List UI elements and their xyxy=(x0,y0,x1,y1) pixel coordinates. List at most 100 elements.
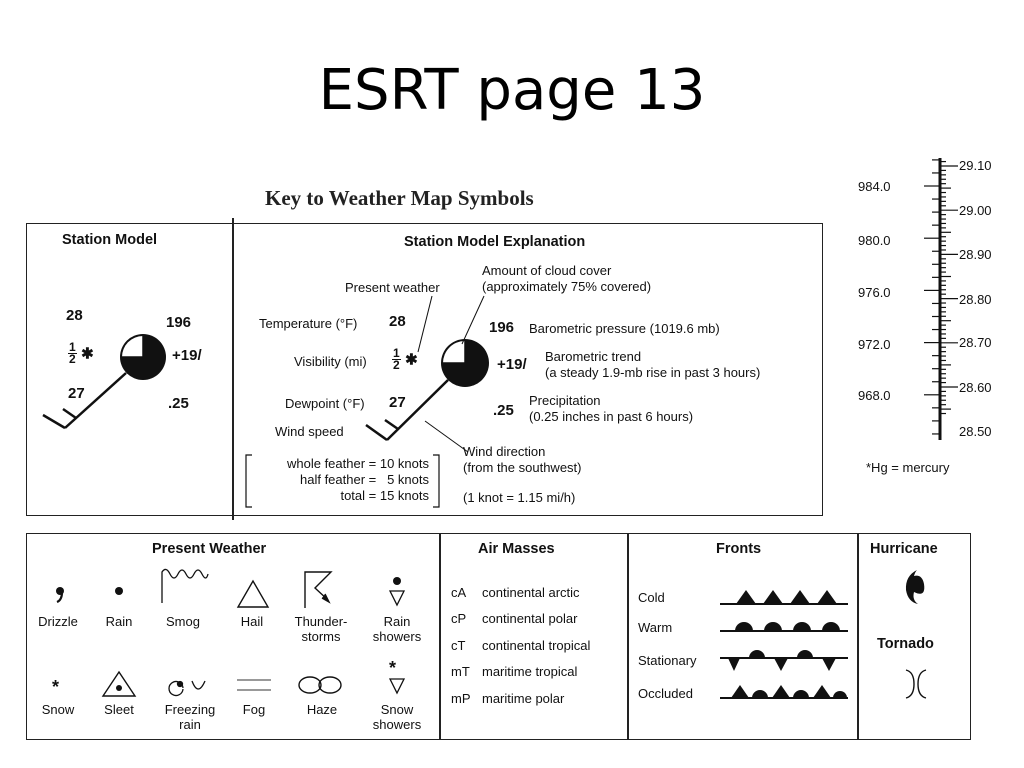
hg-label-2860: 28.60 xyxy=(959,380,992,395)
hg-label-2910: 29.10 xyxy=(959,158,992,173)
label-thunderstorms-2: storms xyxy=(301,629,341,644)
rain-icon xyxy=(115,587,123,595)
air-mass-code-mp: mP xyxy=(451,691,471,706)
key-title: Key to Weather Map Symbols xyxy=(265,186,534,210)
legend-divider-3 xyxy=(857,533,859,740)
pressure-scale-ticks xyxy=(924,159,958,435)
hurricane-heading: Hurricane xyxy=(870,541,938,557)
cloud-cover-label-2: (approximately 75% covered) xyxy=(482,279,652,294)
front-label-stationary: Stationary xyxy=(638,653,697,668)
sm-precip: .25 xyxy=(168,395,189,412)
hg-label-2900: 29.00 xyxy=(959,203,992,218)
temperature-value: 28 xyxy=(389,313,406,330)
label-freezing-rain-1: Freezing xyxy=(164,702,216,717)
occluded-front-icon xyxy=(720,685,848,699)
ex-vis-num: 1 xyxy=(392,346,401,360)
label-rain: Rain xyxy=(105,614,133,629)
hg-label-2850: 28.50 xyxy=(959,424,992,439)
hg-label-2880: 28.80 xyxy=(959,292,992,307)
snow-icon: * xyxy=(52,677,59,697)
label-rain-showers-1: Rain xyxy=(383,614,411,629)
hg-label-2890: 28.90 xyxy=(959,247,992,262)
mb-label-972: 972.0 xyxy=(858,337,891,352)
air-mass-code-cp: cP xyxy=(451,611,467,626)
air-mass-name-mp: maritime polar xyxy=(482,691,565,706)
smog-icon xyxy=(161,568,209,603)
label-snow: Snow xyxy=(41,702,75,717)
mb-label-980: 980.0 xyxy=(858,233,891,248)
drizzle-icon xyxy=(56,587,64,604)
svg-text:*: * xyxy=(389,658,396,678)
hurricane-icon xyxy=(905,570,925,604)
knot-conversion: (1 knot = 1.15 mi/h) xyxy=(463,490,576,505)
air-mass-name-mt: maritime tropical xyxy=(482,664,578,679)
explanation-heading: Station Model Explanation xyxy=(404,234,586,250)
sm-vis-den: 2 xyxy=(69,352,76,366)
label-sleet: Sleet xyxy=(104,702,134,717)
front-label-cold: Cold xyxy=(638,590,665,605)
air-masses-heading: Air Masses xyxy=(478,541,555,557)
rain-showers-icon xyxy=(388,577,406,607)
hg-footnote: *Hg = mercury xyxy=(866,460,950,475)
ex-vis-den: 2 xyxy=(393,358,400,372)
mb-label-976: 976.0 xyxy=(858,285,891,300)
air-mass-code-ca: cA xyxy=(451,585,467,600)
freezing-rain-icon xyxy=(168,680,206,697)
wind-speed-label: Wind speed xyxy=(275,424,344,439)
mb-label-968: 968.0 xyxy=(858,388,891,403)
wind-dir-label-2: (from the southwest) xyxy=(463,460,582,475)
precip-label-1: Precipitation xyxy=(529,393,601,408)
slide-title: ESRT page 13 xyxy=(318,58,706,123)
air-mass-name-ct: continental tropical xyxy=(482,638,591,653)
haze-icon xyxy=(298,676,342,694)
sm-temp: 28 xyxy=(66,307,83,324)
air-mass-code-ct: cT xyxy=(451,638,466,653)
label-hail: Hail xyxy=(240,614,264,629)
wind-dir-label-1: Wind direction xyxy=(463,444,546,459)
svg-text:*: * xyxy=(52,677,59,697)
fronts-heading: Fronts xyxy=(716,541,762,557)
fog-icon xyxy=(237,679,271,691)
pressure-value: 196 xyxy=(489,319,515,336)
feather-line-1: whole feather = 10 knots xyxy=(286,456,429,471)
stationary-front-icon xyxy=(720,650,848,671)
sleet-icon xyxy=(101,670,137,697)
tornado-heading: Tornado xyxy=(877,636,934,652)
label-rain-showers-2: showers xyxy=(372,629,422,644)
front-label-occluded: Occluded xyxy=(638,686,693,701)
sm-trend: +19/ xyxy=(172,347,202,364)
legend-box xyxy=(26,533,971,740)
cloud-cover-label-1: Amount of cloud cover xyxy=(482,263,612,278)
present-weather-label: Present weather xyxy=(345,280,440,295)
ex-wind-barb xyxy=(365,379,449,442)
station-model-heading: Station Model xyxy=(62,232,158,248)
precip-label-2: (0.25 inches in past 6 hours) xyxy=(529,409,694,424)
hg-label-2870: 28.70 xyxy=(959,335,992,350)
label-snow-showers-1: Snow xyxy=(380,702,414,717)
air-mass-name-ca: continental arctic xyxy=(482,585,580,600)
ex-station-circle xyxy=(441,339,489,387)
pressure-label: Barometric pressure (1019.6 mb) xyxy=(529,321,720,336)
feather-line-2: half feather = 5 knots xyxy=(300,472,429,487)
dewpoint-label: Dewpoint (°F) xyxy=(285,396,365,411)
ex-vis-weather: ✱ xyxy=(405,351,418,369)
trend-label-1: Barometric trend xyxy=(545,349,642,364)
cold-front-icon xyxy=(720,590,848,605)
warm-front-icon xyxy=(720,622,848,632)
trend-value: +19/ xyxy=(497,356,527,373)
tornado-icon xyxy=(905,669,927,699)
trend-label-2: (a steady 1.9-mb rise in past 3 hours) xyxy=(545,365,761,380)
divider-line xyxy=(232,218,234,520)
label-smog: Smog xyxy=(166,614,200,629)
air-mass-name-cp: continental polar xyxy=(482,611,578,626)
legend-divider-1 xyxy=(439,533,441,740)
air-mass-code-mt: mT xyxy=(451,664,470,679)
dewpoint-value: 27 xyxy=(389,394,406,411)
temperature-label: Temperature (°F) xyxy=(259,316,358,331)
label-haze: Haze xyxy=(306,702,338,717)
hail-icon xyxy=(236,579,270,608)
precip-value: .25 xyxy=(493,402,514,419)
